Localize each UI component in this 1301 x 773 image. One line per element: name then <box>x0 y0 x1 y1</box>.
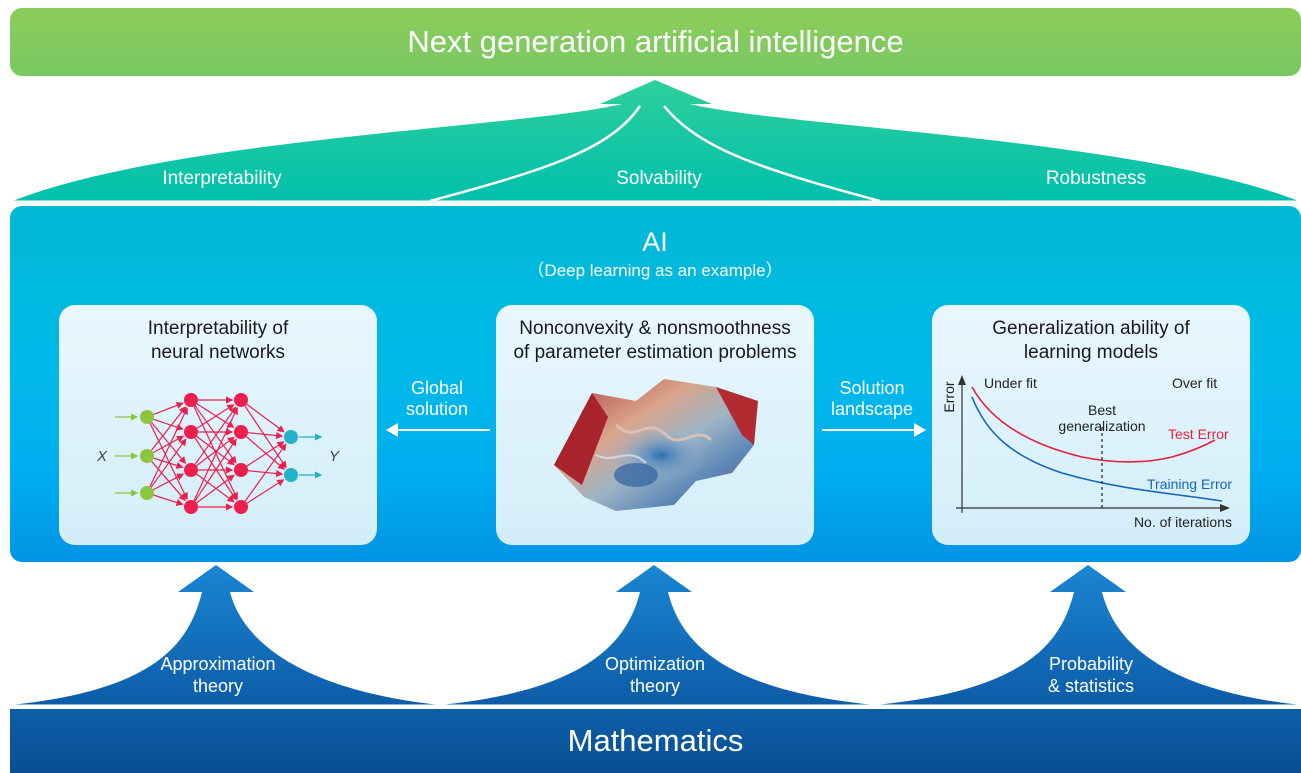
nn-edge <box>245 436 286 470</box>
nn-node <box>234 425 248 439</box>
nn-edge <box>196 436 235 467</box>
property-solvability: Solvability <box>616 168 702 189</box>
foundation-probability-line2: & statistics <box>1047 676 1135 696</box>
connector-landscape-line2: landscape <box>830 399 914 419</box>
foundation-arrow-right <box>875 565 1301 705</box>
card-left-title-line2: neural networks <box>150 342 286 363</box>
nn-node <box>140 486 154 500</box>
nn-edge <box>193 406 238 500</box>
nn-edge <box>196 404 235 429</box>
nn-output-label: Y <box>329 448 340 465</box>
foundation-arrow-middle <box>440 565 875 705</box>
foundation-approximation-line2: theory <box>192 676 244 696</box>
arrow-left-global-solution <box>386 423 490 437</box>
label-test-error: Test Error <box>1168 426 1229 442</box>
nn-node <box>140 410 154 424</box>
property-interpretability: Interpretability <box>162 168 282 189</box>
nn-edge <box>193 407 238 501</box>
nn-node <box>234 393 248 407</box>
nn-edge <box>150 406 187 451</box>
card-left-title-line1: Interpretability of <box>147 318 289 339</box>
nn-edge <box>196 473 235 503</box>
card-right-title-line1: Generalization ability of <box>992 318 1190 339</box>
nn-node <box>184 463 198 477</box>
nn-edge <box>153 402 184 416</box>
nn-edge <box>194 437 237 501</box>
loss-landscape-surface <box>554 379 758 511</box>
card-right-title-line2: learning models <box>1023 342 1159 363</box>
card-generalization: Generalization ability of learning model… <box>932 305 1250 545</box>
nn-edge <box>150 438 187 488</box>
nn-edge <box>152 473 185 491</box>
nn-node <box>184 500 198 514</box>
label-training-error: Training Error <box>1147 476 1232 492</box>
nn-edge <box>151 460 186 502</box>
nn-edge <box>149 423 188 500</box>
nn-edge <box>247 431 284 440</box>
foundation-probability-line1: Probability <box>1048 654 1134 674</box>
foundation-optimization-line2: theory <box>629 676 681 696</box>
nn-edge <box>246 441 285 467</box>
nn-edge <box>196 474 235 504</box>
ai-title: AI <box>642 227 668 257</box>
foundation-arrow-left <box>10 565 440 705</box>
mathematics-banner: Mathematics <box>10 709 1301 773</box>
nn-edge <box>246 403 285 433</box>
test-error-curve <box>971 386 1216 463</box>
nn-edge <box>149 407 188 487</box>
nn-edge <box>194 406 237 465</box>
nn-edge <box>196 403 235 428</box>
connector-global-line2: solution <box>405 399 469 419</box>
card-middle-title-line2: of parameter estimation problems <box>513 342 797 363</box>
teal-dome <box>10 80 1301 202</box>
nn-edge <box>152 435 185 454</box>
nn-edge <box>194 438 237 502</box>
nn-node <box>234 500 248 514</box>
foundation-approximation-line1: Approximation <box>160 654 276 674</box>
nn-edge <box>244 405 287 469</box>
neural-network-diagram: X Y <box>96 393 340 514</box>
foundation-optimization-line1: Optimization <box>604 654 706 674</box>
nn-node <box>184 425 198 439</box>
nn-node <box>184 393 198 407</box>
label-best-line1: Best <box>1088 402 1116 418</box>
nn-edge <box>244 443 287 502</box>
nn-node <box>140 449 154 463</box>
nn-edge <box>153 494 184 506</box>
nn-edge <box>246 479 285 504</box>
training-error-curve <box>971 396 1223 502</box>
card-interpretability: Interpretability of neural networks X Y <box>59 305 377 545</box>
nn-edge <box>151 422 187 464</box>
nn-edge <box>153 457 184 469</box>
nn-input-label: X <box>96 448 108 465</box>
ai-subtitle: （Deep learning as an example） <box>527 261 783 280</box>
connector-global-line1: Global <box>410 378 464 398</box>
chart-ylabel: Error <box>941 381 957 412</box>
label-under-fit: Under fit <box>984 375 1037 391</box>
chart-xlabel: No. of iterations <box>1134 514 1232 530</box>
property-robustness: Robustness <box>1045 168 1147 189</box>
generalization-chart: Error Under fit Over fit Best generaliza… <box>941 375 1232 530</box>
card-nonconvexity: Nonconvexity & nonsmoothness of paramete… <box>496 305 814 545</box>
nn-edge <box>196 435 235 466</box>
nn-node <box>234 463 248 477</box>
next-generation-ai-banner: Next generation artificial intelligence <box>10 8 1301 76</box>
left-convergence-line <box>429 105 642 203</box>
arrow-right-solution-landscape <box>822 423 926 437</box>
label-best-line2: generalization <box>1058 418 1145 434</box>
nn-node <box>284 430 298 444</box>
nn-node <box>284 468 298 482</box>
card-middle-title-line1: Nonconvexity & nonsmoothness <box>519 318 791 339</box>
right-convergence-line <box>663 105 881 203</box>
connector-landscape-line1: Solution <box>839 378 905 398</box>
label-over-fit: Over fit <box>1172 375 1217 391</box>
nn-edge <box>194 405 237 464</box>
